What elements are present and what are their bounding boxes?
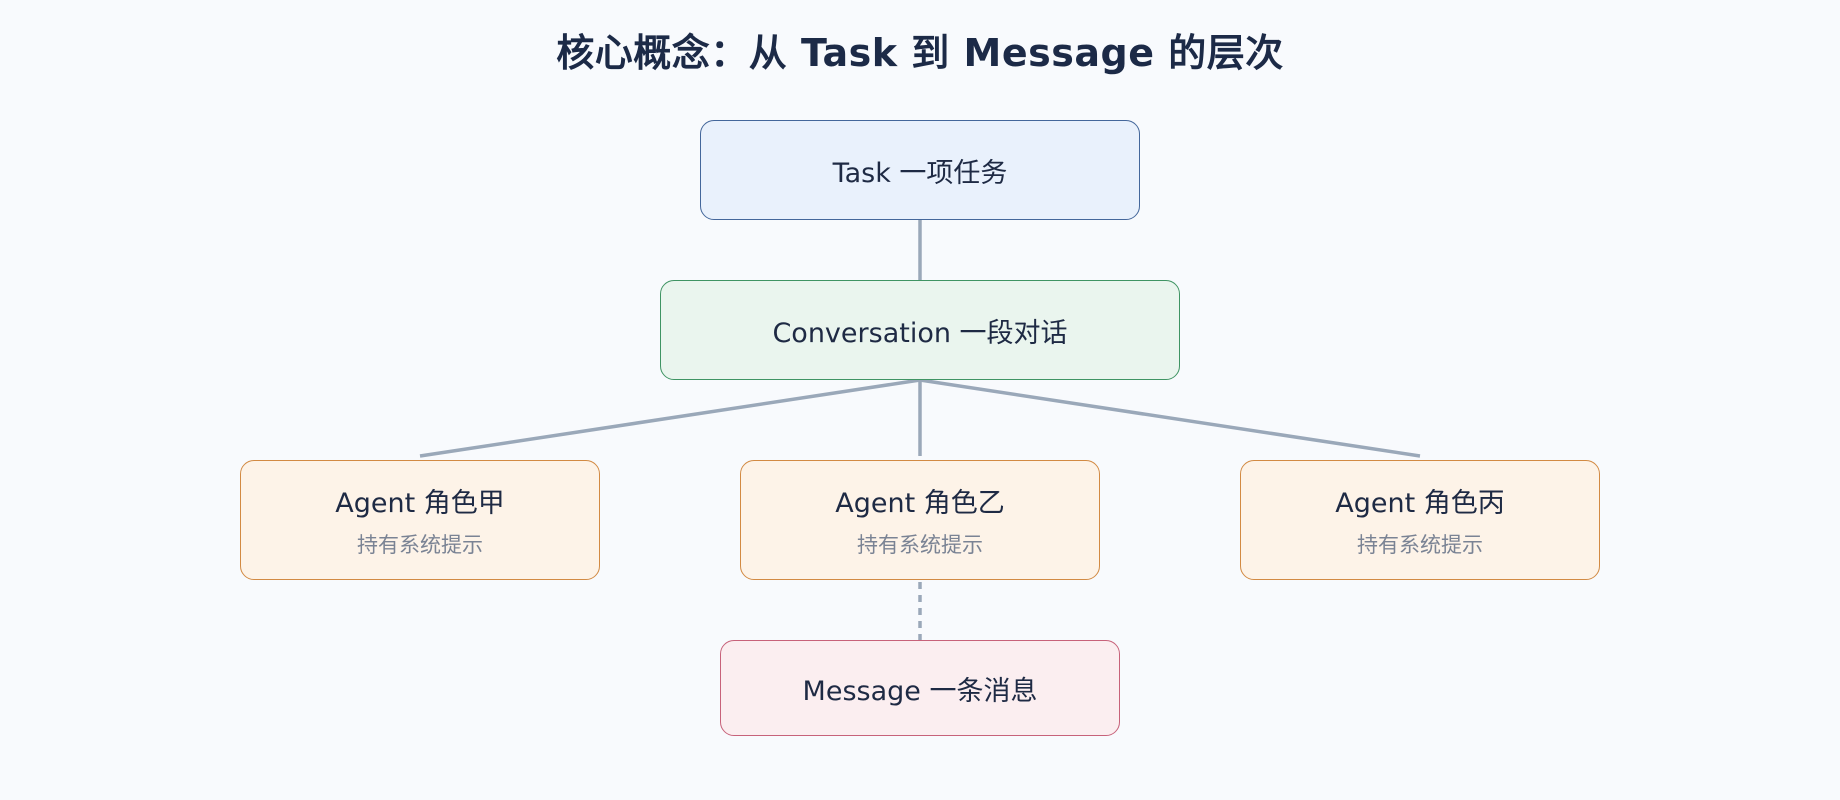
page-title: 核心概念：从 Task 到 Message 的层次 [556,31,1284,75]
agent-node-2: Agent 角色乙 持有系统提示 [740,460,1100,580]
agent-node-3: Agent 角色丙 持有系统提示 [1240,460,1600,580]
connector-conversation-agent-1 [419,378,921,458]
agent-label: Agent 角色丙 [1335,488,1505,519]
task-node: Task 一项任务 [700,120,1140,220]
agent-node-1: Agent 角色甲 持有系统提示 [240,460,600,580]
agent-label: Agent 角色乙 [835,488,1005,519]
agent-sublabel: 持有系统提示 [857,533,983,557]
agent-label: Agent 角色甲 [335,488,505,519]
connector-conversation-agent-3 [919,378,1421,458]
agent-sublabel: 持有系统提示 [1357,533,1483,557]
task-label: Task 一项任务 [832,157,1008,189]
agent-sublabel: 持有系统提示 [357,533,483,557]
conversation-label: Conversation 一段对话 [772,317,1068,349]
message-node: Message 一条消息 [720,640,1120,736]
conversation-node: Conversation 一段对话 [660,280,1180,380]
message-label: Message 一条消息 [802,675,1038,707]
